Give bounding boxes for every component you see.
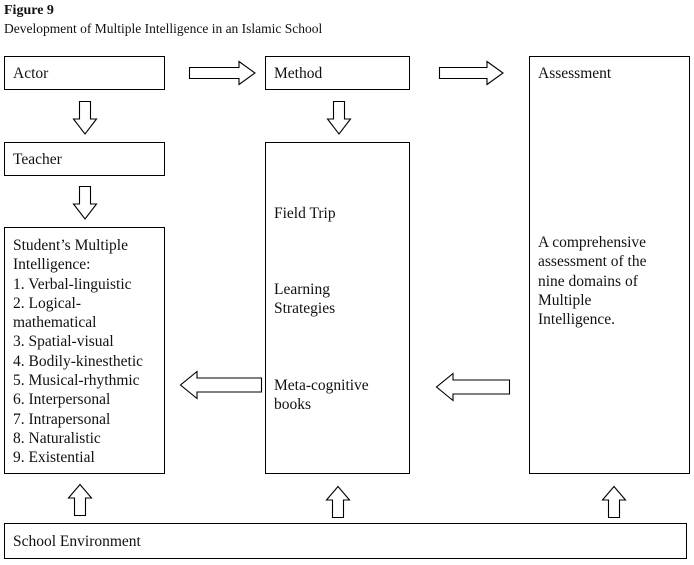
arrow-up-environment-to-student-icon (67, 483, 93, 517)
intelligence-item: 7. Intrapersonal (13, 410, 111, 428)
figure-title: Development of Multiple Intelligence in … (4, 21, 323, 36)
assessment-box: Assessment (529, 56, 690, 91)
intelligence-item: 5. Musical-rhythmic (13, 372, 140, 390)
assessment-line: assessment of the (538, 253, 647, 271)
method-item-line: Learning (274, 281, 330, 298)
assessment-label: Assessment (538, 65, 612, 82)
actor-box: Actor (4, 56, 165, 90)
figure-number: Figure 9 (4, 3, 54, 18)
assessment-line: Intelligence. (538, 311, 616, 329)
arrow-up-environment-to-assessment-icon (601, 485, 627, 519)
intelligence-item: 9. Existential (13, 449, 95, 467)
arrow-up-environment-to-method-icon (325, 485, 351, 519)
method-item-learning-strategies: Learning Strategies (274, 280, 335, 319)
student-intelligence-list: Student’s Multiple Intelligence: 1. Verb… (13, 236, 143, 468)
method-box: Method (265, 56, 410, 90)
method-item-field-trip: Field Trip (274, 205, 336, 222)
assessment-description: A comprehensive assessment of the nine d… (538, 233, 646, 329)
intelligence-item: 2. Logical- (13, 294, 82, 312)
arrow-right-actor-to-method-icon (188, 60, 256, 86)
method-item-meta-cognitive-books: Meta-cognitive books (274, 376, 369, 415)
arrow-down-teacher-to-student-icon (72, 185, 98, 220)
arrow-down-method-icon (326, 100, 352, 135)
assessment-line: A comprehensive (538, 234, 647, 251)
assessment-line: nine domains of (538, 272, 638, 290)
assessment-line: Multiple (538, 291, 592, 309)
method-item-line: Strategies (274, 300, 336, 318)
arrow-right-method-to-assessment-icon (438, 60, 504, 86)
method-item-line: Meta-cognitive (274, 377, 369, 394)
method-body-box: Field Trip Learning Strategies Meta-cogn… (265, 142, 410, 474)
school-environment-label: School Environment (13, 533, 141, 550)
intelligence-item: 8. Naturalistic (13, 429, 101, 447)
teacher-label: Teacher (13, 151, 62, 168)
method-item-line: books (274, 396, 312, 414)
student-intelligence-box: Student’s Multiple Intelligence: 1. Verb… (4, 227, 165, 474)
method-label: Method (274, 65, 323, 82)
intelligence-item: 1. Verbal-linguistic (13, 275, 132, 293)
intelligence-item: 4. Bodily-kinesthetic (13, 352, 144, 370)
student-heading: Intelligence: (13, 256, 91, 274)
actor-label: Actor (13, 65, 49, 82)
student-heading: Student’s Multiple (13, 237, 128, 254)
arrow-down-actor-to-teacher-icon (72, 100, 98, 135)
arrow-left-assessment-to-method-icon (435, 372, 511, 402)
assessment-body-box: A comprehensive assessment of the nine d… (529, 90, 690, 474)
teacher-box: Teacher (4, 142, 165, 176)
intelligence-item: mathematical (13, 314, 97, 332)
school-environment-box: School Environment (4, 523, 687, 559)
intelligence-item: 6. Interpersonal (13, 391, 111, 409)
intelligence-item: 3. Spatial-visual (13, 333, 114, 351)
arrow-left-method-to-student-icon (179, 370, 263, 400)
